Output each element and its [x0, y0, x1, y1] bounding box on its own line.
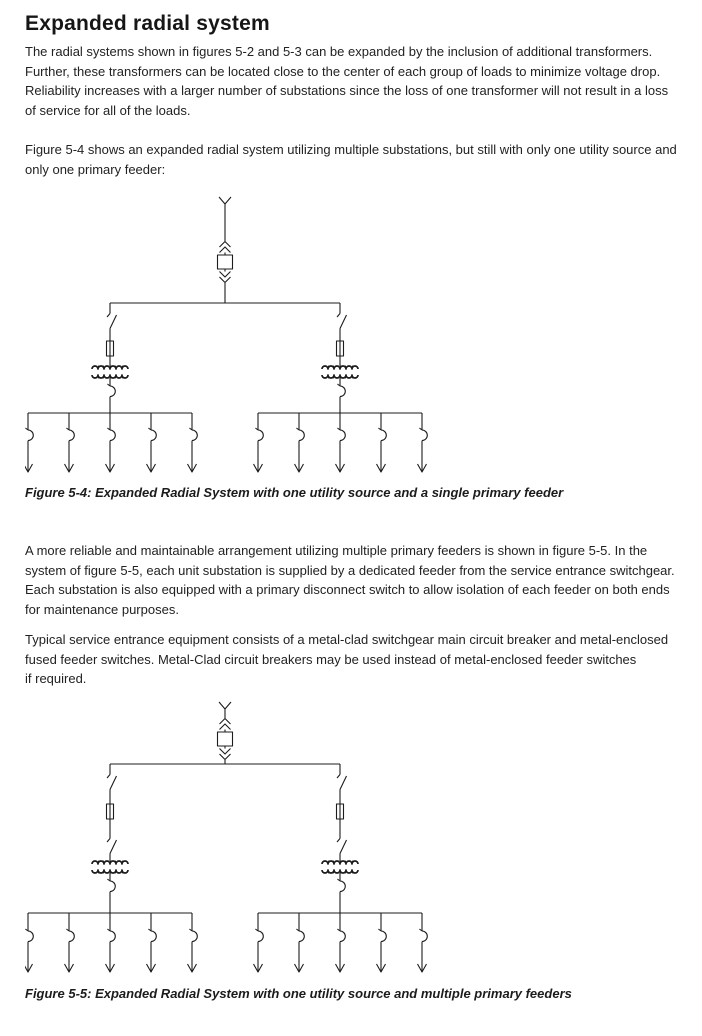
feeder-breaker-icon — [336, 426, 346, 444]
fuse-icon — [105, 796, 115, 825]
feeder-breaker-icon — [106, 926, 116, 945]
utility-source-icon — [218, 196, 232, 210]
main-breaker-icon — [216, 240, 234, 284]
feeder-breaker-icon — [254, 926, 264, 945]
fuse-icon — [335, 334, 345, 362]
load-arrow-icon — [25, 463, 34, 473]
disconnect-switch-icon — [106, 768, 118, 795]
feeder-breaker-icon — [147, 426, 157, 444]
utility-source-icon — [218, 700, 232, 715]
feeder-breaker-icon — [65, 926, 75, 945]
feeder-breaker-icon — [377, 426, 387, 444]
feeder-breaker-icon — [418, 426, 428, 444]
feeder-breaker-icon — [188, 426, 198, 444]
feeder-breaker-icon — [147, 926, 157, 945]
document-page: Expanded radial system The radial system… — [0, 12, 702, 1001]
fuse-icon — [335, 796, 345, 825]
feeder-breaker-icon — [188, 926, 198, 945]
transformer-icon — [91, 364, 129, 380]
feeder-breaker-icon — [65, 426, 75, 444]
page-title: Expanded radial system — [25, 12, 270, 35]
load-arrow-icon — [25, 962, 34, 973]
secondary-breaker-icon — [106, 876, 116, 895]
disconnect-switch-icon — [336, 832, 348, 859]
feeder-breaker-icon — [106, 426, 116, 444]
figure-5-4-lead-paragraph: Figure 5-4 shows an expanded radial syst… — [25, 142, 677, 177]
feeder-breaker-icon — [25, 426, 34, 444]
main-breaker-icon — [216, 717, 234, 760]
feeder-breaker-icon — [377, 926, 387, 945]
feeder-breaker-icon — [336, 926, 346, 945]
service-entrance-paragraph: Typical service entrance equipment consi… — [25, 632, 669, 686]
figure-5-4-caption: Figure 5-4: Expanded Radial System with … — [25, 485, 564, 500]
transformer-icon — [321, 364, 359, 380]
figure-5-4-oneline — [25, 196, 428, 473]
secondary-breaker-icon — [336, 382, 346, 400]
disconnect-switch-icon — [336, 308, 348, 334]
figure-5-5-oneline — [25, 700, 428, 973]
disconnect-switch-icon — [106, 308, 118, 334]
figure-5-5-diagram — [25, 700, 677, 977]
transformer-icon — [91, 858, 129, 875]
secondary-breaker-icon — [106, 382, 116, 400]
figure-5-4-diagram — [25, 195, 677, 477]
figure-5-5-lead-paragraph: A more reliable and maintainable arrange… — [25, 543, 675, 617]
feeder-breaker-icon — [254, 426, 264, 444]
feeder-breaker-icon — [295, 426, 305, 444]
feeder-breaker-icon — [295, 926, 305, 945]
transformer-icon — [321, 858, 359, 875]
fuse-icon — [105, 334, 115, 362]
disconnect-switch-icon — [336, 768, 348, 795]
feeder-breaker-icon — [418, 926, 428, 945]
intro-paragraph: The radial systems shown in figures 5-2 … — [25, 44, 669, 118]
figure-5-5-caption: Figure 5-5: Expanded Radial System with … — [25, 985, 572, 1001]
disconnect-switch-icon — [106, 832, 118, 859]
feeder-breaker-icon — [25, 926, 34, 945]
secondary-breaker-icon — [336, 876, 346, 895]
